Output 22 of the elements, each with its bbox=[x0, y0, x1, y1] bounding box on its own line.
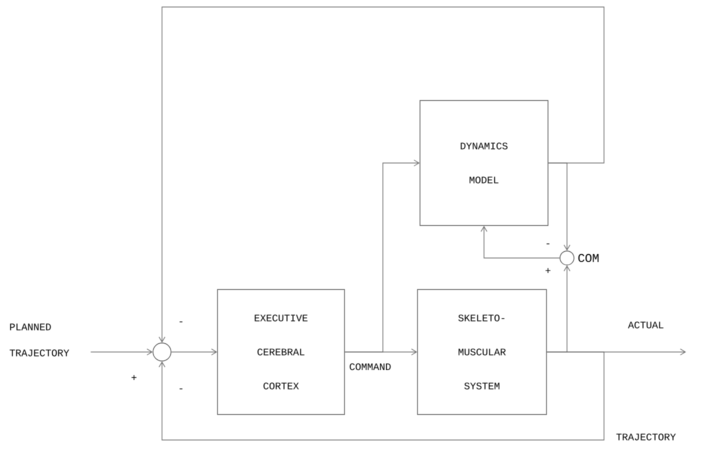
arrow bbox=[344, 160, 420, 352]
output-label: TRAJECTORY bbox=[616, 434, 676, 440]
arrow bbox=[158, 352, 604, 440]
sign-label: - bbox=[180, 321, 182, 322]
input-label: PLANNED TRAJECTORY bbox=[10, 324, 70, 356]
sign-label: - bbox=[546, 243, 550, 244]
edge-label: COMMAND bbox=[348, 362, 392, 372]
sign-label: + bbox=[132, 375, 136, 380]
arrow bbox=[90, 348, 153, 356]
process-box: SKELETO-MUSCULAR SYSTEM bbox=[417, 289, 547, 415]
process-box: EXECUTIVE CEREBRAL CORTEX bbox=[217, 289, 345, 415]
arrow bbox=[158, 6, 604, 343]
arrow bbox=[171, 348, 218, 356]
arrow bbox=[480, 226, 560, 258]
sign-label: - bbox=[180, 388, 182, 390]
arrow bbox=[548, 162, 570, 251]
summing-junction bbox=[152, 342, 172, 362]
output-label: ACTUAL bbox=[628, 322, 664, 328]
process-box: DYNAMICS MODEL bbox=[420, 100, 548, 226]
summing-junction bbox=[560, 250, 574, 266]
sign-label: + bbox=[546, 268, 550, 273]
junction-label: COM bbox=[578, 254, 599, 262]
